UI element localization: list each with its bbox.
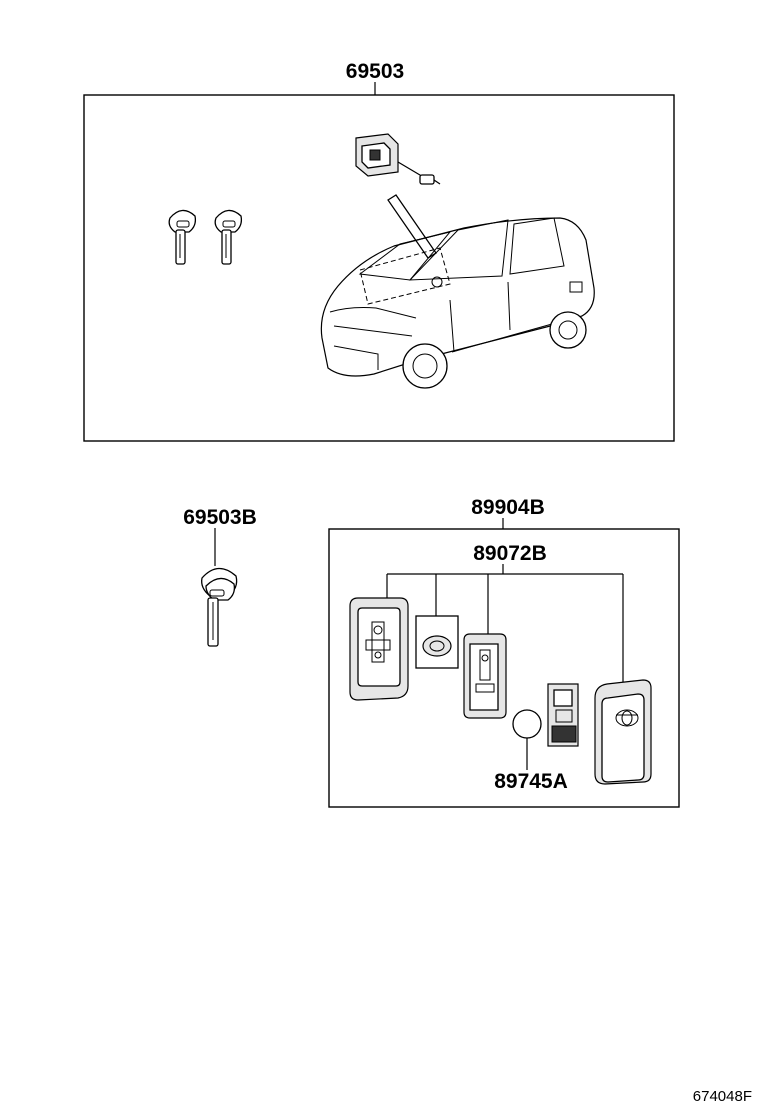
- box-89904B: [328, 528, 680, 808]
- spare-key: [201, 567, 238, 647]
- car-illustration: [320, 217, 595, 389]
- coin-battery: [512, 709, 542, 770]
- front-cover: [594, 679, 652, 785]
- lock-cylinder-module: [355, 133, 441, 185]
- back-housing: [349, 597, 409, 701]
- label-69503: 69503: [346, 60, 404, 83]
- illustration-code: 674048F: [693, 1088, 752, 1105]
- box-69503: [83, 94, 675, 442]
- mechanical-key-right: [214, 209, 243, 265]
- emblem-insert: [415, 615, 459, 669]
- label-89745A: 89745A: [494, 770, 568, 793]
- inner-frame: [463, 633, 507, 719]
- mechanical-key-left: [168, 209, 197, 265]
- electronics-module: [547, 683, 579, 747]
- location-pointer: [387, 194, 437, 259]
- label-89072B: 89072B: [473, 542, 547, 565]
- label-89904B: 89904B: [471, 496, 545, 519]
- leaders-89072B: [386, 564, 624, 685]
- label-69503B: 69503B: [183, 506, 257, 529]
